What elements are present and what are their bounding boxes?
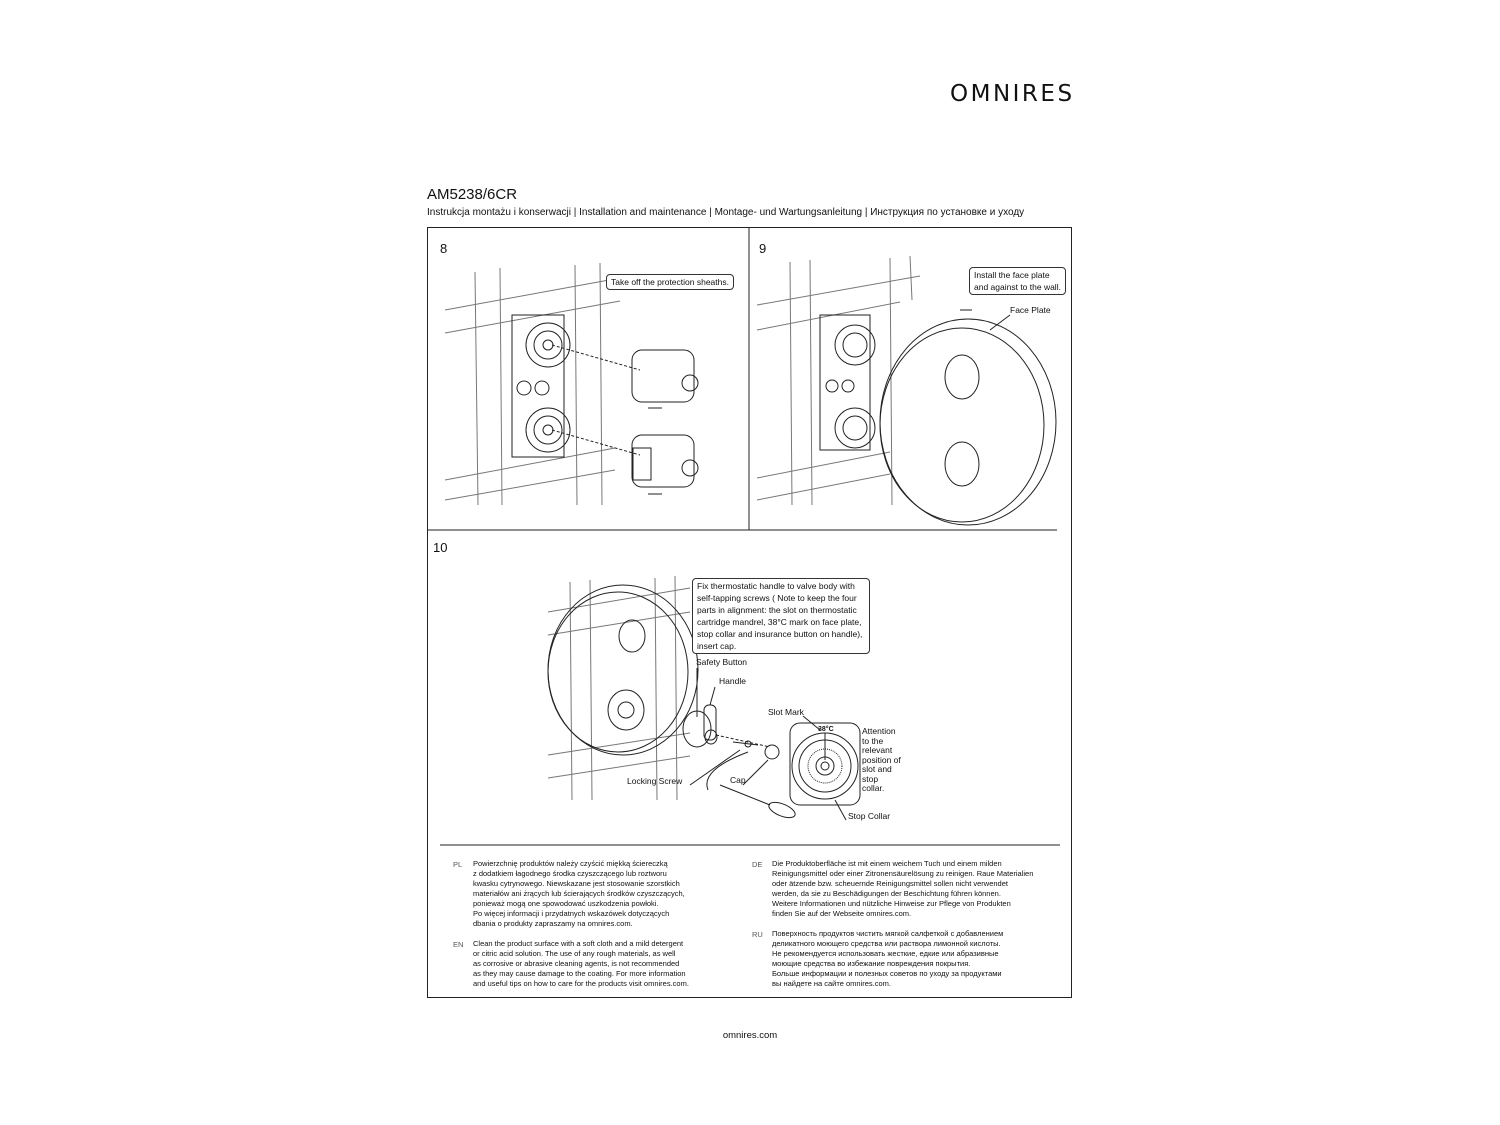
step-8-number: 8 bbox=[440, 241, 448, 256]
step10-wall-tiles bbox=[547, 575, 691, 801]
step-9-number: 9 bbox=[759, 241, 767, 256]
step10-detail-view bbox=[789, 722, 861, 806]
safety-button-label: Safety Button bbox=[696, 657, 748, 667]
cap-label: Cap bbox=[730, 775, 746, 785]
instruction-frame bbox=[427, 227, 1072, 998]
handle-label: Handle bbox=[719, 676, 746, 686]
step9-valve-body bbox=[819, 314, 876, 451]
step8-protection-sheaths bbox=[631, 349, 699, 488]
care-text-de: Die Produktoberfläche ist mit einem weic… bbox=[772, 859, 1034, 918]
brand-logo: OMNIRES bbox=[950, 81, 1075, 107]
lang-code-pl: PL bbox=[453, 860, 463, 869]
care-text-ru: Поверхность продуктов чистить мягкой сал… bbox=[772, 929, 1004, 988]
step8-wall-tiles bbox=[444, 262, 621, 506]
step9-wall-tiles bbox=[756, 255, 921, 506]
step10-screw-cap bbox=[732, 740, 780, 760]
face-plate-label: Face Plate bbox=[1010, 305, 1051, 315]
step-9-callout: Install the face plate and against to th… bbox=[969, 267, 1066, 295]
step-10-callout: Fix thermostatic handle to valve body wi… bbox=[692, 578, 870, 654]
step10-face-plate bbox=[547, 584, 699, 756]
attention-note: Attention to the relevant position of sl… bbox=[862, 726, 901, 793]
slot-mark-label: Slot Mark bbox=[768, 707, 804, 717]
model-number: AM5238/6CR bbox=[427, 186, 518, 203]
footer-website: omnires.com bbox=[722, 1030, 778, 1041]
step-8-callout: Take off the protection sheaths. bbox=[606, 274, 734, 290]
stop-collar-label: Stop Collar bbox=[848, 811, 891, 821]
step-10-number: 10 bbox=[433, 540, 448, 555]
step9-face-plate bbox=[879, 318, 1057, 526]
lang-code-ru: RU bbox=[752, 930, 763, 939]
temperature-mark: 38°C bbox=[818, 726, 834, 733]
care-text-en: Clean the product surface with a soft cl… bbox=[473, 939, 689, 988]
lang-code-de: DE bbox=[752, 860, 763, 869]
care-text-pl: Powierzchnię produktów należy czyścić mi… bbox=[473, 859, 685, 928]
document-subtitle: Instrukcja montażu i konserwacji | Insta… bbox=[427, 207, 1025, 218]
step10-screwdriver bbox=[706, 751, 796, 819]
locking-screw-label: Locking Screw bbox=[627, 776, 683, 786]
lang-code-en: EN bbox=[453, 940, 464, 949]
